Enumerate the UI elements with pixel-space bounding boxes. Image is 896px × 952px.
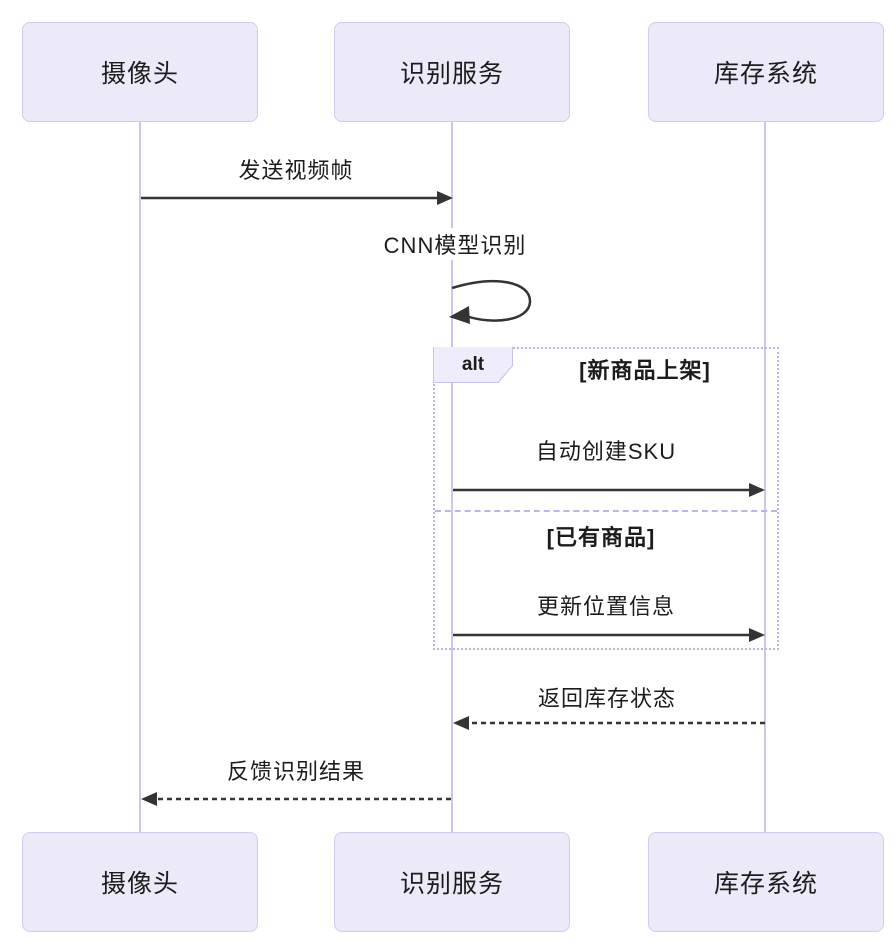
alt-guard-existing-product: [已有商品] [546,525,656,550]
actor-box-recognition-service-top: 识别服务 [334,22,570,122]
arrowhead-feedback-result [141,792,157,806]
message-label-update-location: 更新位置信息 [531,589,681,621]
message-label-feedback-result: 反馈识别结果 [221,754,371,786]
message-label-create-sku: 自动创建SKU [530,434,682,466]
message-label-return-stock: 返回库存状态 [532,681,682,713]
alt-keyword-tab: alt [433,347,513,383]
lifeline-recognition-service [451,122,453,832]
alt-fragment-divider [435,510,777,512]
message-label-cnn-recognition: CNN模型识别 [378,228,532,260]
alt-guard-new-product: [新商品上架] [579,358,711,383]
actor-box-inventory-system-bottom: 库存系统 [648,832,884,932]
message-label-send-frame: 发送视频帧 [233,153,359,185]
alt-fragment-frame [433,347,779,650]
self-loop-cnn [451,279,532,322]
actor-box-camera-bottom: 摄像头 [22,832,258,932]
lifeline-inventory-system [764,122,766,832]
arrowhead-return-stock [453,716,469,730]
lifeline-camera [139,122,141,832]
actor-box-inventory-system-top: 库存系统 [648,22,884,122]
actor-box-recognition-service-bottom: 识别服务 [334,832,570,932]
alt-keyword-label: alt [434,347,512,382]
actor-box-camera-top: 摄像头 [22,22,258,122]
